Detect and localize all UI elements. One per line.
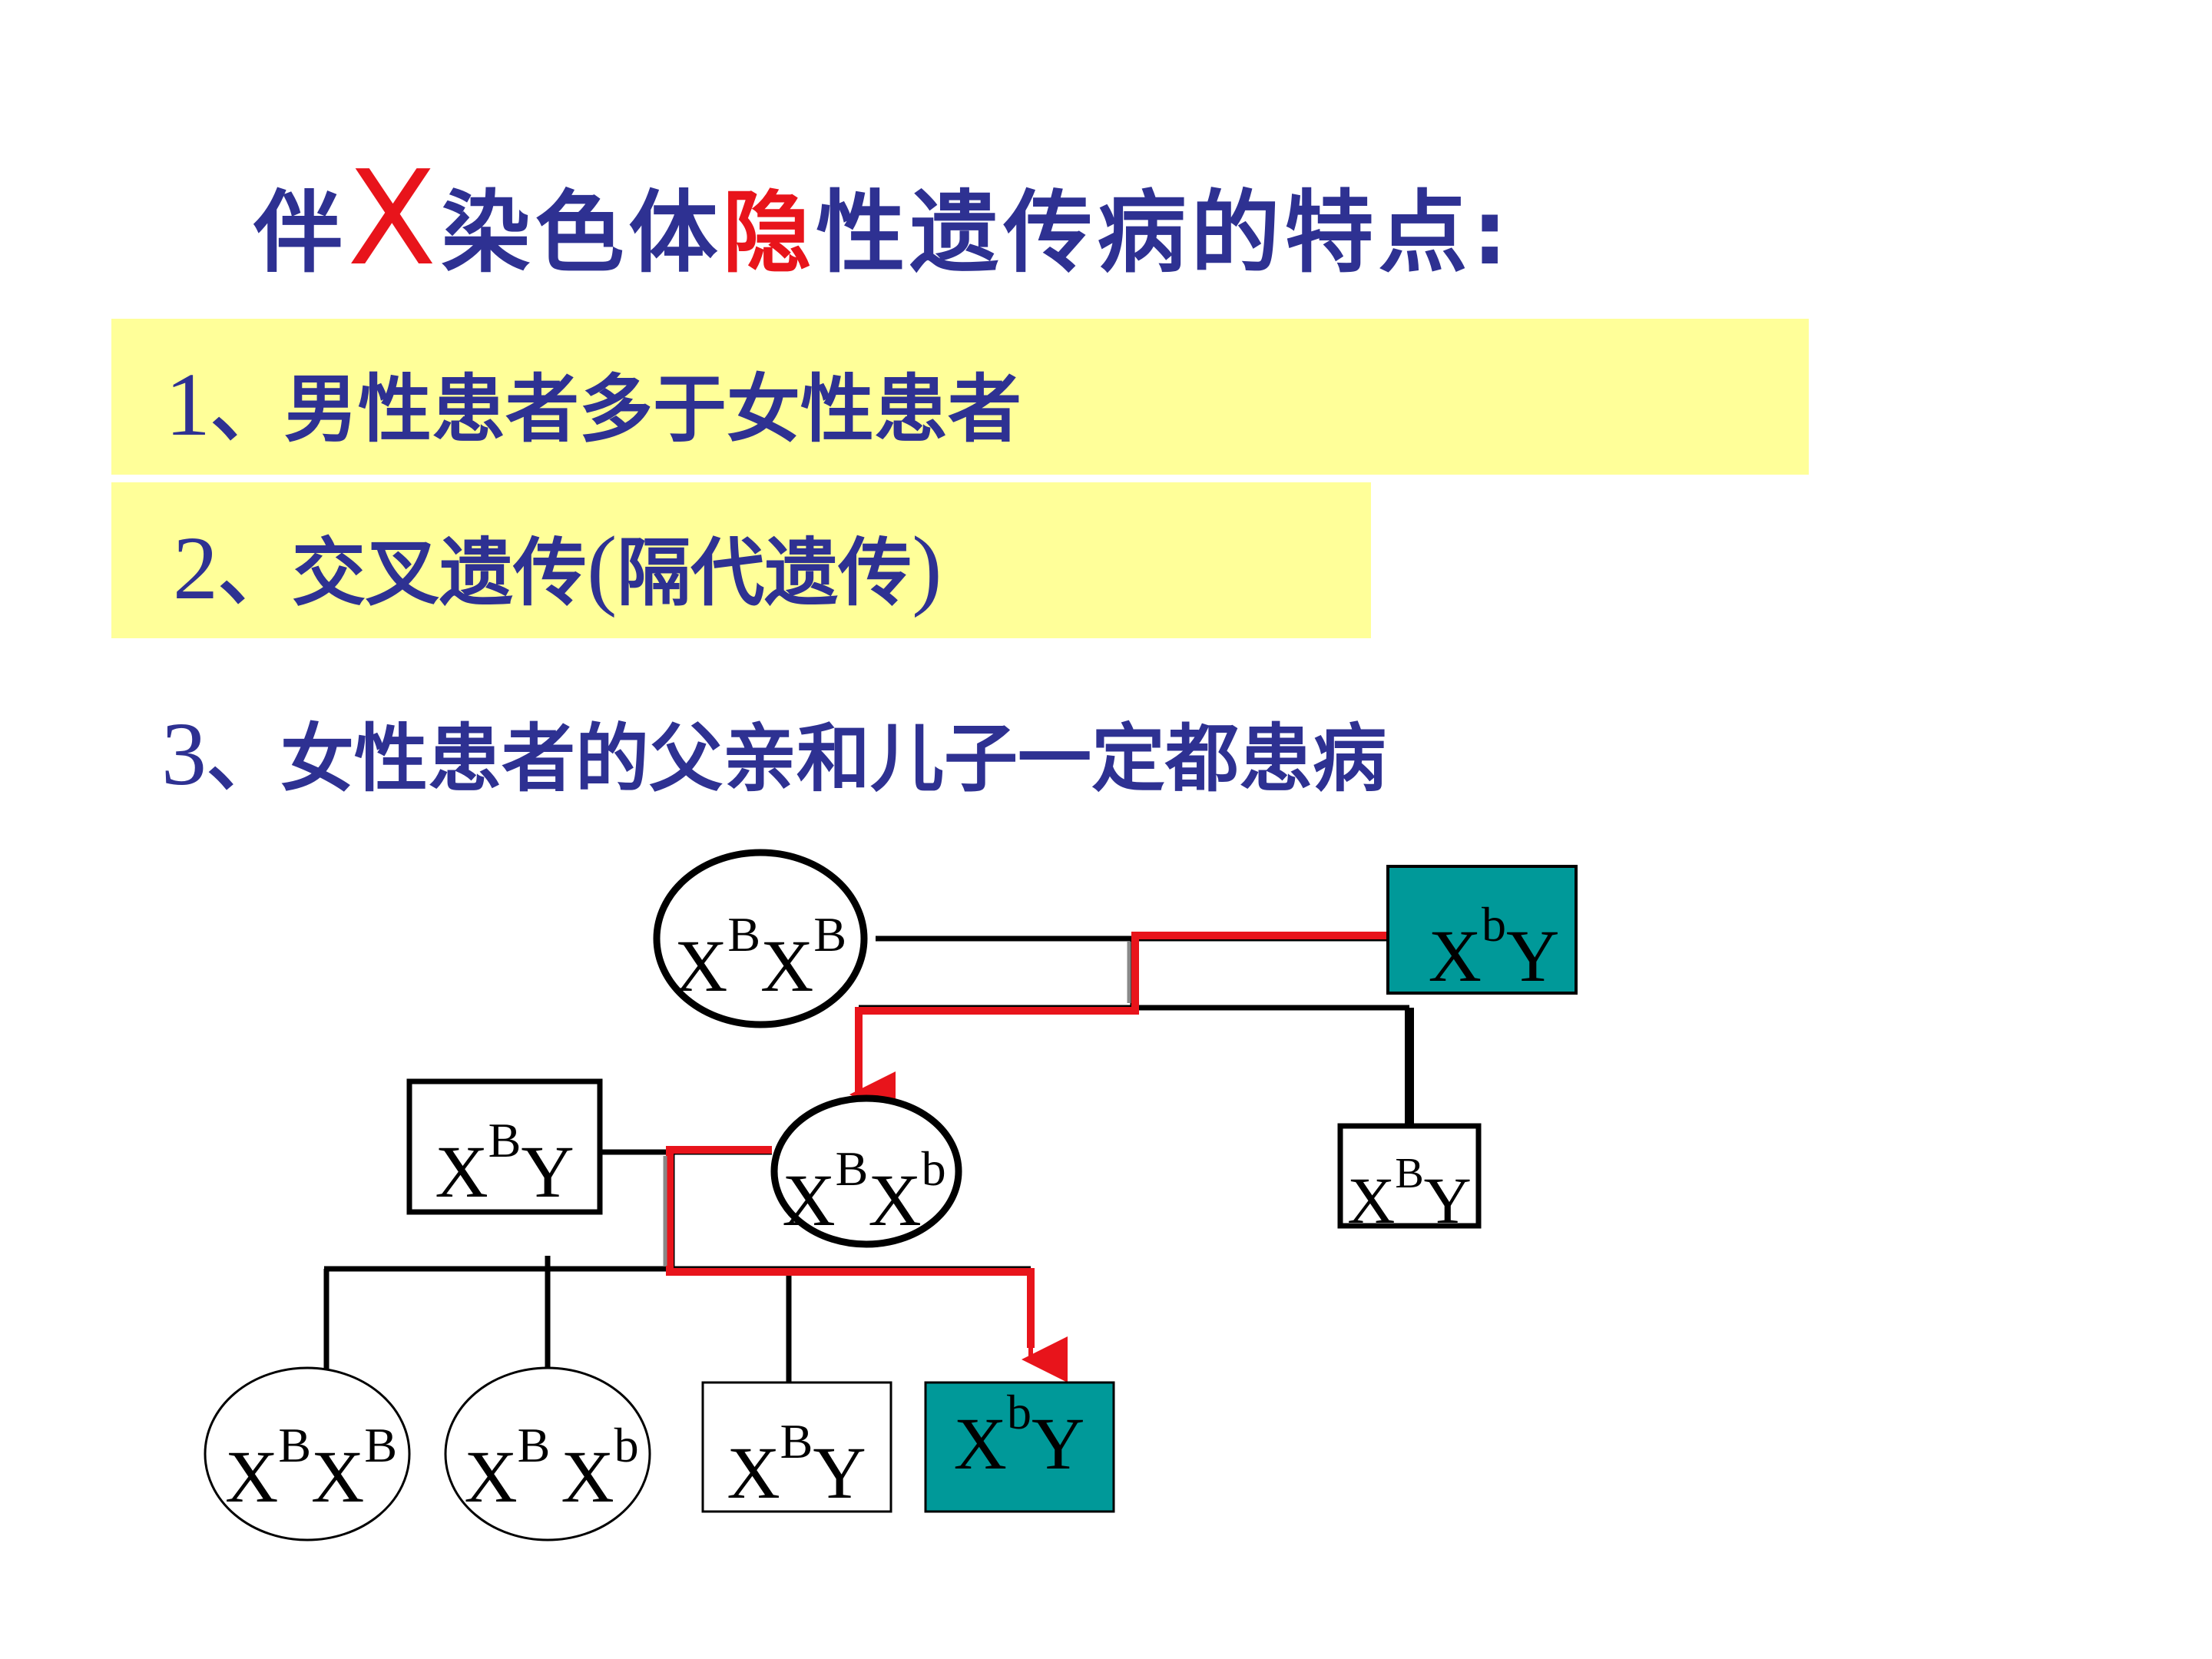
- node-gen2-daughter: XBXb: [770, 1094, 962, 1248]
- point-2-open-paren: (: [587, 518, 618, 618]
- svg-text:XbY: XbY: [954, 1385, 1085, 1485]
- svg-text:XbY: XbY: [1429, 897, 1560, 997]
- point-2-text-a: 交叉遗传: [292, 530, 587, 616]
- point-2-text-b: 隔代遗传: [617, 530, 912, 616]
- node-gen1-mother: XBXB: [653, 849, 868, 1028]
- svg-text:XBXb: XBXb: [464, 1418, 638, 1518]
- node-gen1-father: XbY: [1386, 865, 1578, 997]
- point-3-separator: 、: [207, 716, 280, 802]
- highlight-band-2: [111, 482, 1371, 638]
- inheritance-path-gen2: [666, 1146, 1035, 1348]
- point-1: 1、男性患者多于女性患者: [165, 349, 1022, 457]
- node-gen3-son-1: XBY: [701, 1381, 892, 1514]
- title-prefix: 伴: [253, 181, 347, 285]
- highlight-band-1: [111, 319, 1809, 475]
- svg-text:XBY: XBY: [1347, 1150, 1472, 1237]
- title-recessive: 隐: [722, 181, 816, 285]
- svg-text:XBXB: XBXB: [674, 907, 846, 1007]
- svg-text:XBXb: XBXb: [782, 1141, 945, 1241]
- point-2-separator: 、: [218, 530, 292, 616]
- point-1-number: 1: [165, 354, 210, 455]
- svg-text:XBY: XBY: [727, 1414, 866, 1514]
- point-3-number: 3: [161, 704, 207, 804]
- point-2-number: 2: [173, 518, 218, 618]
- title-x-letter: X: [347, 143, 442, 295]
- point-3: 3、女性患者的父亲和儿子一定都患病: [161, 699, 1386, 806]
- point-1-separator: 、: [210, 366, 284, 452]
- inheritance-path-gen1: [855, 932, 1386, 1103]
- point-2-close-paren: ): [912, 518, 942, 618]
- point-2: 2、交叉遗传(隔代遗传): [173, 513, 942, 621]
- title-suffix: 性遗传病的特点:: [816, 181, 1512, 285]
- svg-text:XBY: XBY: [435, 1113, 574, 1213]
- node-gen2-husband: XBY: [406, 1078, 603, 1215]
- point-1-text: 男性患者多于女性患者: [284, 366, 1022, 452]
- node-gen2-son: XBY: [1337, 1123, 1482, 1237]
- svg-text:XBXB: XBXB: [225, 1418, 397, 1518]
- point-3-text: 女性患者的父亲和儿子一定都患病: [280, 716, 1386, 802]
- slide-title: 伴X染色体隐性遗传病的特点:: [253, 146, 2020, 292]
- node-gen3-daughter-1: XBXB: [204, 1366, 411, 1541]
- node-gen3-son-2: XbY: [924, 1381, 1115, 1513]
- title-middle: 染色体: [441, 181, 723, 285]
